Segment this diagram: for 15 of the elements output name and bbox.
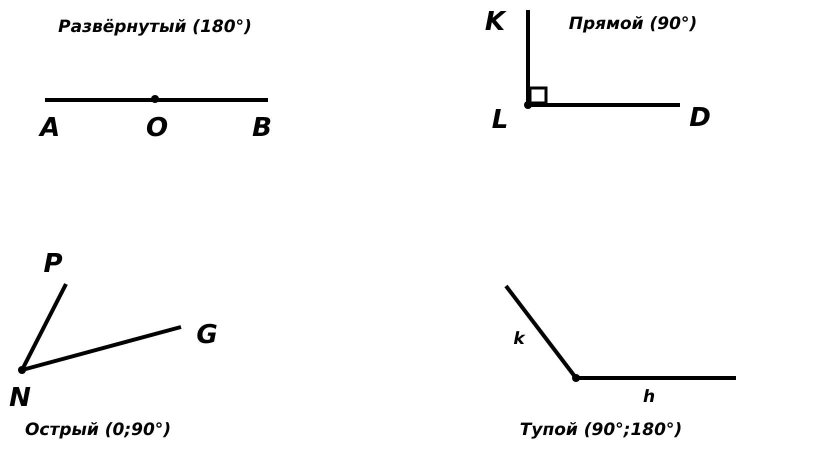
point-label: D <box>689 103 711 133</box>
angle-title: Развёрнутый (180°) <box>58 17 252 37</box>
point-label: G <box>196 320 218 350</box>
angle-title: Прямой (90°) <box>568 14 698 34</box>
point-label: K <box>484 7 506 37</box>
point-label: L <box>492 105 508 135</box>
point-label: P <box>43 249 63 279</box>
point-label: O <box>146 113 168 143</box>
ray-label: h <box>642 387 656 407</box>
point-label: B <box>252 113 272 143</box>
point-label: A <box>40 113 60 143</box>
angle-title: Острый (0;90°) <box>24 420 172 440</box>
ray-label: k <box>513 329 525 349</box>
point-label: N <box>9 383 31 413</box>
angle-title: Тупой (90°;180°) <box>520 420 682 440</box>
